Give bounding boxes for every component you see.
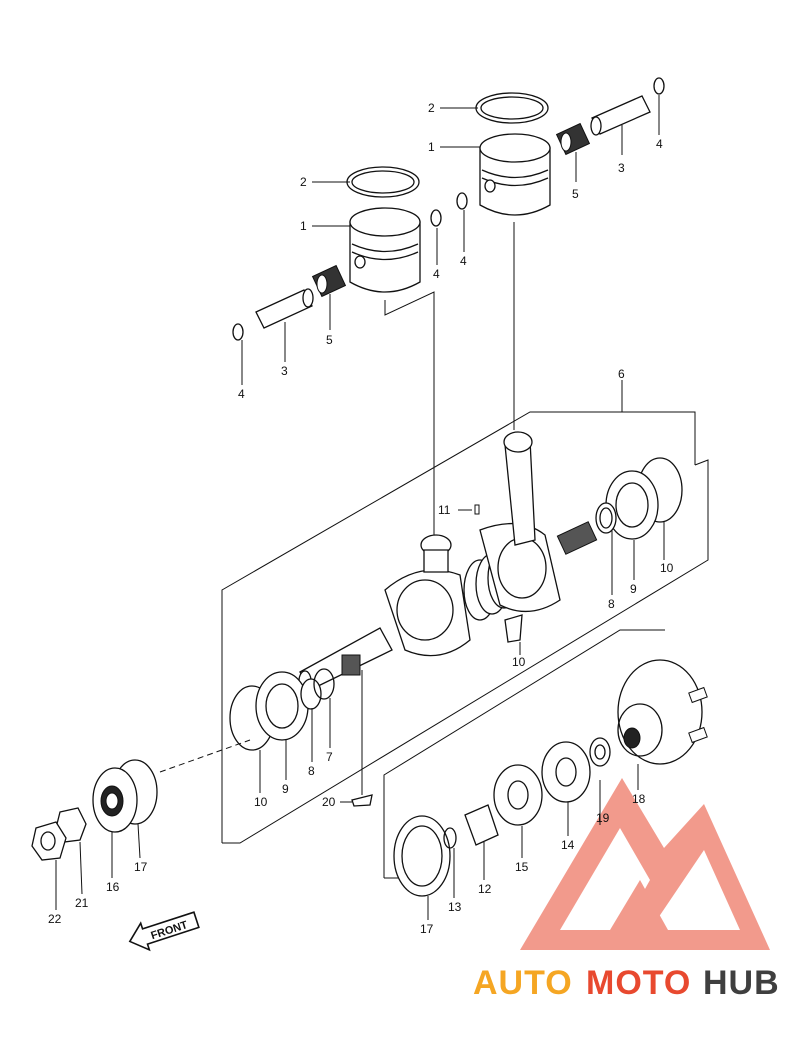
label-11: 11 <box>438 503 451 517</box>
label-22: 22 <box>48 912 62 926</box>
label-9-right: 9 <box>630 582 637 596</box>
pin-right <box>590 95 651 136</box>
washer-group <box>393 659 708 897</box>
label-10-center: 10 <box>512 655 526 669</box>
front-arrow: FRONT <box>128 911 200 952</box>
watermark-text: AUTO MOTO HUB <box>473 964 780 1002</box>
pin-left <box>255 288 314 329</box>
label-1-right: 1 <box>428 140 435 154</box>
piston-right <box>479 133 551 216</box>
label-4-left: 4 <box>238 387 245 401</box>
label-5-right: 5 <box>572 187 579 201</box>
label-2-right: 2 <box>428 101 435 115</box>
needle-bearing-left <box>311 264 347 298</box>
label-4-mid: 4 <box>433 267 440 281</box>
label-6: 6 <box>618 367 625 381</box>
label-1-left: 1 <box>300 219 307 233</box>
crankshaft <box>298 431 598 692</box>
watermark-hub: HUB <box>703 964 780 1002</box>
watermark-auto: AUTO <box>473 964 573 1002</box>
front-hardware <box>31 759 158 861</box>
label-20: 20 <box>322 795 336 809</box>
label-9-left: 9 <box>282 782 289 796</box>
label-19: 19 <box>596 811 610 825</box>
ring-right <box>475 92 549 124</box>
label-2-left: 2 <box>300 175 307 189</box>
label-3-right: 3 <box>618 161 625 175</box>
piston-left <box>349 207 421 293</box>
right-bearing-group <box>595 457 683 540</box>
label-3-left: 3 <box>281 364 288 378</box>
label-8-left: 8 <box>308 764 315 778</box>
key-20 <box>351 794 373 807</box>
label-8-right: 8 <box>608 597 615 611</box>
label-12: 12 <box>478 882 492 896</box>
label-7: 7 <box>326 750 333 764</box>
label-4-right: 4 <box>656 137 663 151</box>
label-18: 18 <box>632 792 646 806</box>
label-15: 15 <box>515 860 529 874</box>
washer-group-bracket <box>383 629 665 879</box>
label-17-right: 17 <box>420 922 434 936</box>
circlips-left <box>232 209 442 341</box>
label-21: 21 <box>75 896 89 910</box>
watermark-logo <box>520 778 770 950</box>
label-4-center: 4 <box>460 254 467 268</box>
label-10-right: 10 <box>660 561 674 575</box>
label-13: 13 <box>448 900 462 914</box>
crank-assembly-bracket <box>221 380 709 844</box>
label-16: 16 <box>106 880 120 894</box>
left-bearing-group <box>229 668 335 751</box>
watermark-moto: MOTO <box>586 964 691 1002</box>
needle-bearing-right <box>555 122 591 156</box>
label-10-left: 10 <box>254 795 268 809</box>
part-11-callout <box>458 504 480 515</box>
label-5-left: 5 <box>326 333 333 347</box>
circlips-right <box>456 77 665 210</box>
label-14: 14 <box>561 838 575 852</box>
label-17-left: 17 <box>134 860 148 874</box>
ring-left <box>346 166 420 198</box>
part-number-labels: 2 1 2 1 3 4 5 4 4 5 3 4 6 11 8 9 10 10 1… <box>48 101 674 936</box>
label-leaders <box>55 95 665 920</box>
leader-lines <box>159 222 601 825</box>
